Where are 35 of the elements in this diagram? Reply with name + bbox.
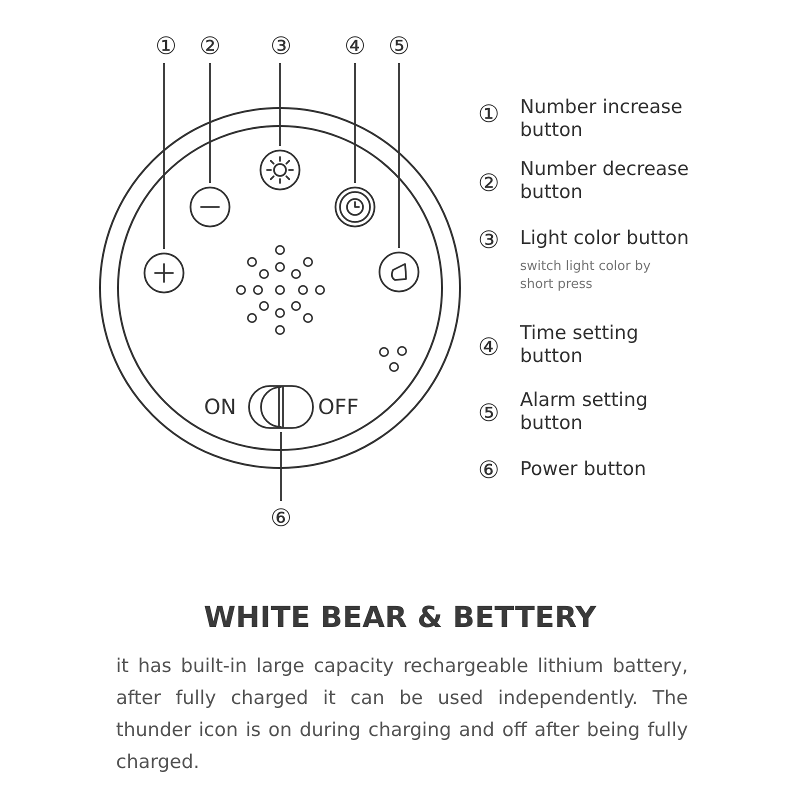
clock-button	[334, 186, 376, 228]
description-paragraph: it has built-in large capacity rechargeable lithium battery, after fully charged it can be used independently. The thunder icon is on during charging and off after being fully charged.	[116, 654, 688, 775]
button-description: Alarm setting button	[520, 389, 649, 435]
leader-line	[163, 63, 165, 249]
leader-line	[279, 63, 281, 146]
button-note: switch light color by short press	[520, 258, 652, 294]
callout-number: ⑤	[382, 32, 416, 60]
light-button	[259, 149, 301, 191]
list-number: ⑥	[478, 456, 500, 485]
leader-line	[280, 432, 282, 501]
callout-number: ②	[193, 32, 227, 60]
list-number: ③	[478, 226, 500, 255]
button-description: Time setting button	[520, 322, 640, 368]
switch-label: OFF	[318, 395, 359, 420]
slide-switch	[248, 385, 314, 429]
leader-line	[209, 63, 211, 183]
leader-line	[398, 63, 400, 248]
list-number: ⑤	[478, 399, 500, 428]
switch-label: ON	[204, 395, 236, 420]
callout-number: ③	[264, 32, 298, 60]
minus-button	[189, 186, 231, 228]
list-number: ②	[478, 169, 500, 198]
list-number: ④	[478, 333, 500, 362]
callout-number: ①	[149, 32, 183, 60]
button-description: Number decrease button	[520, 158, 690, 204]
leader-line	[354, 63, 356, 183]
callout-number: ⑥	[264, 504, 298, 532]
list-number: ①	[478, 100, 500, 129]
button-description: Light color button	[520, 227, 690, 250]
heading: WHITE BEAR & BETTERY	[202, 600, 598, 634]
bell-button	[378, 251, 420, 293]
button-description: Number increase button	[520, 96, 684, 142]
plus-button	[143, 252, 185, 294]
button-description: Power button	[520, 458, 648, 481]
callout-number: ④	[338, 32, 372, 60]
